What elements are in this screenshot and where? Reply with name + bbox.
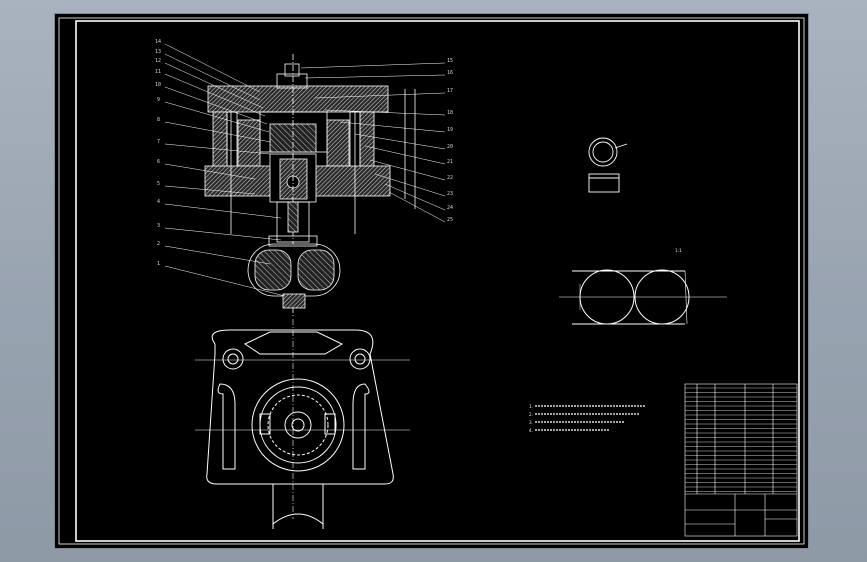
svg-text:25: 25: [447, 217, 453, 223]
svg-text:15: 15: [447, 58, 453, 64]
drawing-sheet[interactable]: 14 13 12 11 10 9 8 7 6 5 4 3 2 1 15 16 1…: [55, 14, 808, 548]
svg-text:23: 23: [447, 191, 453, 197]
svg-text:4.: 4.: [529, 428, 533, 433]
svg-text:13: 13: [155, 49, 161, 55]
svg-text:18: 18: [447, 110, 453, 116]
parts-list-rows: [685, 387, 797, 492]
svg-text:3.: 3.: [529, 420, 533, 425]
svg-text:1: 1: [157, 261, 160, 267]
svg-text:2: 2: [157, 241, 160, 247]
svg-text:12: 12: [155, 58, 161, 64]
svg-text:14: 14: [155, 39, 161, 45]
svg-text:20: 20: [447, 144, 453, 150]
svg-text:11: 11: [155, 69, 161, 75]
svg-text:5: 5: [157, 181, 160, 187]
svg-text:16: 16: [447, 70, 453, 76]
callout-numbers-right: 15 16 17 18 19 20 21 22 23 24 25: [447, 58, 453, 223]
detail-view-double-ring[interactable]: 1:1: [559, 248, 727, 325]
svg-text:22: 22: [447, 175, 453, 181]
cad-drawing: 14 13 12 11 10 9 8 7 6 5 4 3 2 1 15 16 1…: [58, 17, 805, 545]
svg-text:19: 19: [447, 127, 453, 133]
svg-text:4: 4: [157, 199, 160, 205]
svg-text:2.: 2.: [529, 412, 533, 417]
svg-text:8: 8: [157, 117, 160, 123]
technical-notes: 1. 2. 3. 4.: [529, 404, 645, 433]
svg-text:7: 7: [157, 139, 160, 145]
svg-text:21: 21: [447, 159, 453, 165]
svg-text:10: 10: [155, 82, 161, 88]
svg-text:1:1: 1:1: [675, 248, 682, 253]
svg-text:6: 6: [157, 159, 160, 165]
callout-leaders-right: [300, 62, 446, 223]
plan-view[interactable]: [195, 319, 410, 529]
callout-leaders-left: [164, 43, 286, 297]
svg-text:9: 9: [157, 97, 160, 103]
svg-text:24: 24: [447, 205, 453, 211]
detail-view-ring[interactable]: [588, 137, 628, 193]
svg-text:1.: 1.: [529, 404, 533, 409]
svg-text:17: 17: [447, 88, 453, 94]
inner-border: [75, 20, 800, 542]
callout-numbers-left: 14 13 12 11 10 9 8 7 6 5 4 3 2 1: [155, 39, 161, 267]
outer-border: [58, 17, 805, 545]
front-section-view[interactable]: [204, 54, 416, 316]
svg-text:3: 3: [157, 223, 160, 229]
